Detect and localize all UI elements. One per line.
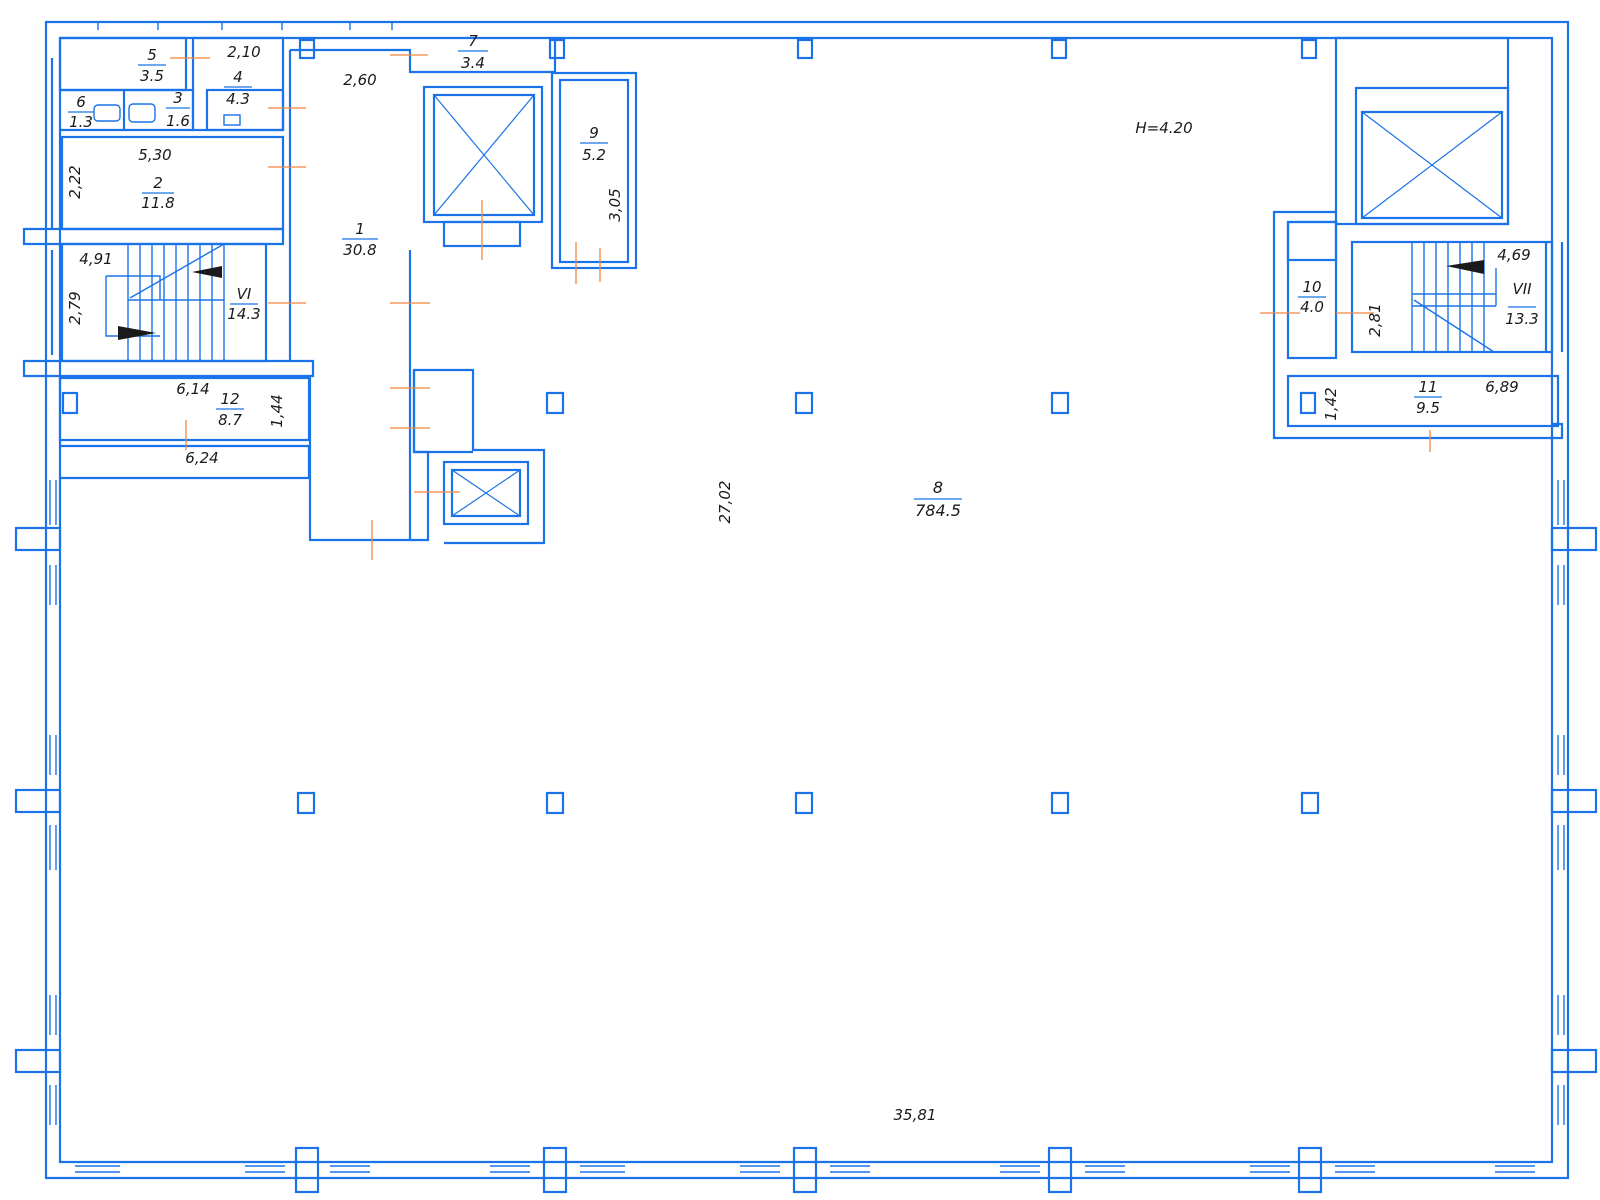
dim-6-89: 6,89: [1485, 378, 1518, 396]
room-1-area: 30.8: [343, 241, 376, 259]
ceiling-height-note: H=4.20: [1135, 119, 1192, 137]
room-7-number: 7: [468, 32, 478, 50]
r5-num: 5: [147, 46, 157, 64]
door-marks: [170, 54, 1431, 560]
dim-27-02: 27,02: [716, 481, 734, 524]
room-8-area: 784.5: [915, 501, 961, 520]
room-numbers: 1 30.8 2 11.8 3 1.6 4 4.3 6 1.3 7 3.4 8 …: [68, 32, 1539, 520]
room-6-number: 6: [76, 93, 86, 111]
room-7-area: 3.4: [461, 54, 485, 72]
room-labels: 5 3.5: [138, 46, 166, 85]
dim-2-79: 2,79: [66, 291, 84, 324]
dim-5-30: 5,30: [138, 146, 171, 164]
room-2-number: 2: [153, 174, 163, 192]
room-4-number: 4: [233, 68, 243, 86]
dim-4-69: 4,69: [1497, 246, 1530, 264]
dim-2-81: 2,81: [1366, 303, 1384, 336]
dim-1-44: 1,44: [268, 394, 286, 427]
dim-35-81: 35,81: [894, 1106, 937, 1124]
room-10-area: 4.0: [1300, 298, 1324, 316]
room-11-number: 11: [1418, 378, 1437, 396]
dim-4-91: 4,91: [79, 250, 112, 268]
interior-columns: [61, 38, 1320, 815]
dim-2-60: 2,60: [343, 71, 376, 89]
toilet-fixtures: [93, 103, 241, 126]
room-6-area: 1.3: [69, 113, 93, 131]
stair-vii-area: 13.3: [1505, 310, 1538, 328]
right-core-walls: [1272, 36, 1564, 440]
room-12-area: 8.7: [218, 411, 242, 429]
room-4-area: 4.3: [226, 90, 250, 108]
room-11-area: 9.5: [1416, 399, 1440, 417]
dim-6-14: 6,14: [176, 380, 209, 398]
dim-3-05: 3,05: [606, 188, 624, 221]
room-3-number: 3: [173, 89, 183, 107]
room-2-area: 11.8: [141, 194, 174, 212]
stair-vi: [105, 243, 225, 361]
room-label-r5: 5 3.5: [138, 46, 166, 85]
room-3-area: 1.6: [166, 112, 190, 130]
dim-2-22: 2,22: [66, 165, 84, 198]
elevators-left: [412, 71, 638, 526]
room-1-number: 1: [355, 220, 365, 238]
stair-vi-number: VI: [237, 285, 252, 303]
room-12-number: 12: [220, 390, 239, 408]
windows: [49, 22, 1565, 1173]
dimension-labels: 2,10 2,60 5,30 2,22 4,91 2,79 6,14 1,44 …: [66, 43, 1531, 1124]
room-8-number: 8: [933, 478, 943, 497]
left-core-walls: [22, 36, 557, 545]
stair-vii-number: VII: [1512, 280, 1532, 298]
outer-walls: [44, 20, 1570, 1180]
room-10-number: 10: [1302, 278, 1321, 296]
dim-2-10: 2,10: [227, 43, 260, 61]
dim-6-24: 6,24: [185, 449, 218, 467]
stair-vii: [1411, 242, 1497, 353]
dim-1-42: 1,42: [1322, 387, 1340, 420]
room-9-number: 9: [589, 124, 599, 142]
stair-vi-area: 14.3: [227, 305, 260, 323]
room-9-area: 5.2: [582, 146, 606, 164]
r5-area: 3.5: [140, 67, 164, 85]
wall-buttresses: [14, 526, 1598, 1194]
